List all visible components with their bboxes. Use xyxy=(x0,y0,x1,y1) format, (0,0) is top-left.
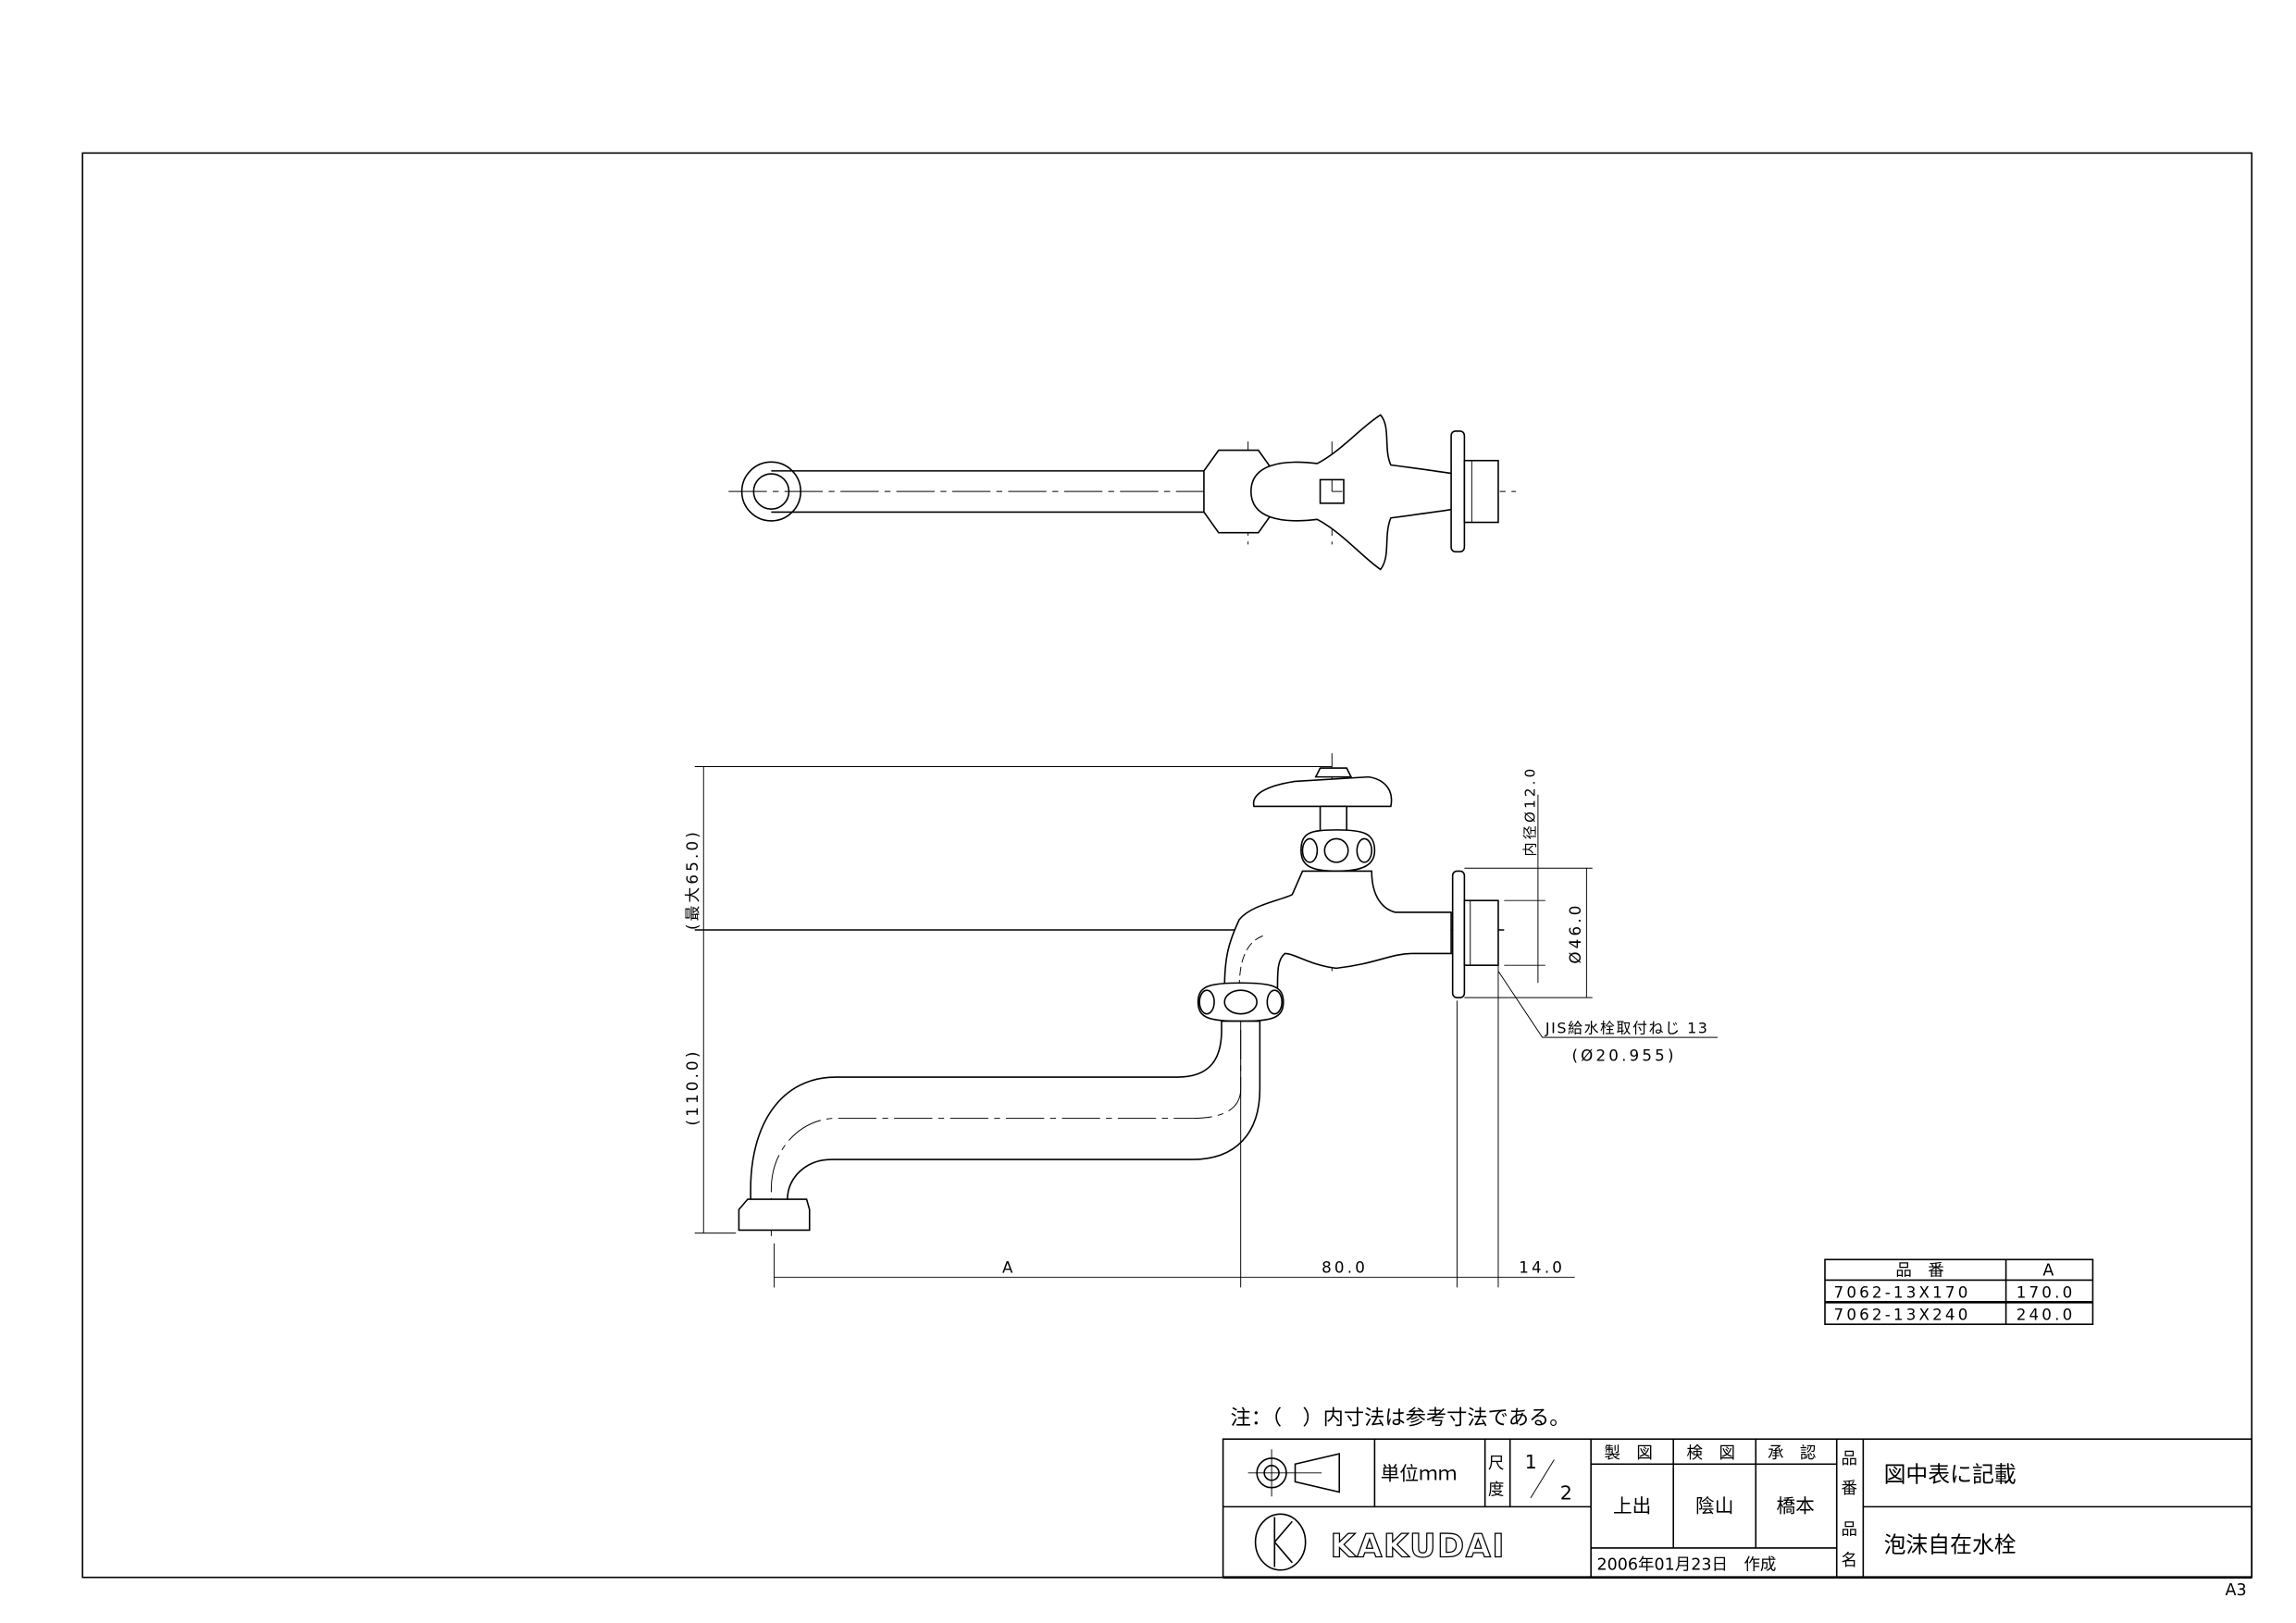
unit-label: 単位ｍｍ xyxy=(1381,1463,1458,1485)
parts-table-header-part-no: 品 番 xyxy=(1895,1262,1943,1281)
scale-numerator: 1 xyxy=(1525,1451,1537,1473)
dim-thread-label: JIS給水栓取付ねじ 13 xyxy=(1545,1019,1709,1036)
dim-length-a: A xyxy=(1002,1259,1016,1277)
part-name-value: 泡沫自在水栓 xyxy=(1884,1532,2017,1558)
part-no-label: 品 xyxy=(1841,1450,1857,1468)
creation-date: 2006年01月23日 作成 xyxy=(1597,1556,1777,1575)
title-block: 単位ｍｍ 尺 度 1 2 製 図 検 図 承 認 上出 陰山 橋本 2006年0… xyxy=(1222,1438,2253,1579)
scale-denominator: 2 xyxy=(1560,1481,1572,1504)
side-view xyxy=(694,753,1718,1288)
kakudai-logo: KAKUDAI xyxy=(1254,1513,1506,1571)
part-name-label: 品 xyxy=(1841,1521,1857,1540)
dim-inner-diameter: 内径Ø12.0 xyxy=(1522,766,1539,857)
top-view xyxy=(728,414,1517,571)
logo-text: KAKUDAI xyxy=(1331,1528,1506,1565)
dim-length-80: 80.0 xyxy=(1322,1259,1368,1277)
sheet-border xyxy=(81,152,2253,1579)
part-name-label: 名 xyxy=(1841,1552,1857,1570)
approved-by: 橋本 xyxy=(1777,1495,1815,1518)
parts-table-header-a: A xyxy=(2042,1262,2054,1281)
dim-max-height: (最大65.0) xyxy=(684,829,701,930)
checked-by: 陰山 xyxy=(1695,1495,1733,1518)
checked-label: 検 図 xyxy=(1687,1444,1735,1463)
dim-height: (110.0) xyxy=(684,1048,701,1125)
dim-flange-diameter: Ø46.0 xyxy=(1567,902,1584,963)
part-no-label: 番 xyxy=(1841,1480,1857,1498)
sheet-size: A3 xyxy=(2226,1581,2247,1600)
drawn-label: 製 図 xyxy=(1604,1444,1652,1463)
approved-label: 承 認 xyxy=(1768,1444,1816,1463)
third-angle-projection-icon xyxy=(1247,1449,1341,1497)
part-no-value: 図中表に記載 xyxy=(1884,1461,2017,1487)
dim-thread-diameter: (Ø20.955) xyxy=(1571,1047,1676,1065)
parts-table-a: 170.0 xyxy=(2017,1284,2076,1302)
reference-note: 注：（ ）内寸法は参考寸法である。 xyxy=(1231,1406,1570,1430)
parts-table: 品 番 A 7062-13X170 170.0 7062-13X240 240.… xyxy=(1824,1258,2094,1325)
parts-table-a: 240.0 xyxy=(2017,1306,2076,1323)
scale-label: 尺 xyxy=(1488,1455,1505,1473)
drawn-by: 上出 xyxy=(1613,1495,1651,1518)
scale-label: 度 xyxy=(1488,1481,1505,1500)
dim-length-14: 14.0 xyxy=(1519,1259,1565,1277)
parts-table-part-no: 7062-13X240 xyxy=(1834,1306,1971,1323)
parts-table-part-no: 7062-13X170 xyxy=(1834,1284,1971,1302)
